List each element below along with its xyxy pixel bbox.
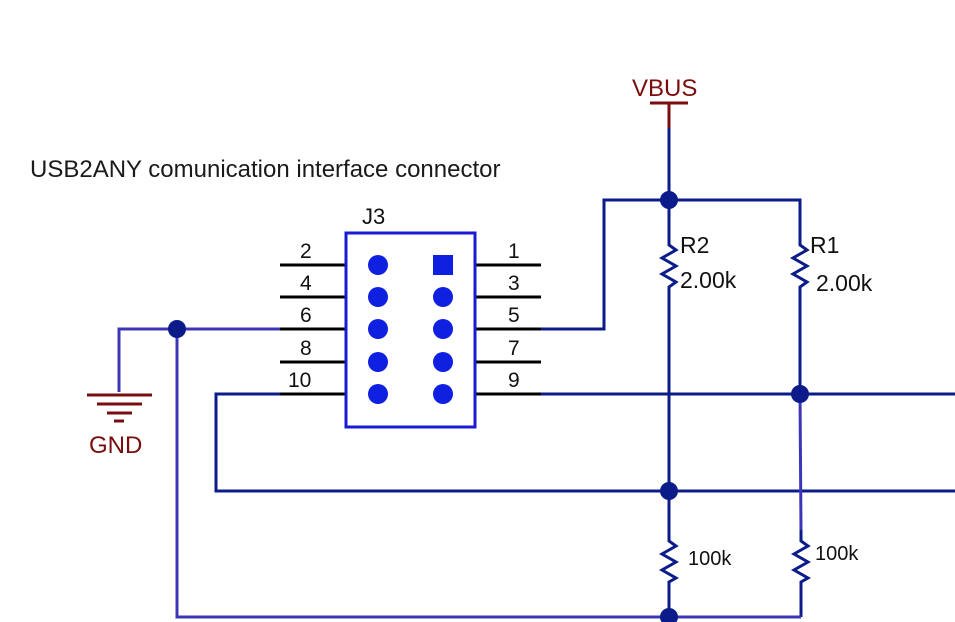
gnd-label: GND	[89, 432, 142, 459]
pin-label-3: 3	[508, 272, 520, 295]
low-right-resistor-value: 100k	[815, 543, 859, 565]
pin-label-6: 6	[300, 304, 312, 327]
vbus-symbol: VBUS	[632, 75, 697, 128]
even-pin-leads	[280, 263, 346, 396]
gnd-bottom-rail	[175, 329, 801, 619]
pin-5-dot	[433, 319, 453, 339]
low-left-resistor	[658, 530, 680, 585]
junction-gnd	[168, 320, 186, 338]
pin-label-4: 4	[300, 272, 312, 295]
pin-3-dot	[433, 287, 453, 307]
pin-4-dot	[368, 287, 388, 307]
pin-label-10: 10	[288, 369, 311, 392]
junction-bottom	[660, 608, 678, 622]
pin-10-dot	[368, 384, 388, 404]
low-left-resistor-value: 100k	[688, 548, 732, 570]
gnd-symbol	[87, 393, 152, 423]
pin5-top-rail-wire	[541, 198, 802, 331]
pin-dots	[368, 255, 453, 404]
pin10-signal-wire	[214, 392, 955, 493]
r2-ref: R2	[680, 232, 709, 258]
pin-1-square	[433, 255, 453, 275]
odd-pin-leads	[475, 263, 541, 396]
r1-ref: R1	[810, 232, 839, 258]
pin-9-dot	[433, 384, 453, 404]
pin-6-dot	[368, 319, 388, 339]
low-right-resistor	[790, 530, 812, 585]
connector-body	[344, 231, 477, 429]
r1-resistor	[789, 233, 811, 297]
pin-label-1: 1	[508, 240, 520, 263]
gnd-drop-wire	[117, 327, 177, 392]
pin-7-dot	[433, 352, 453, 372]
junctions	[168, 191, 809, 622]
r2-value: 2.00k	[680, 267, 737, 293]
junction-r1-pin9	[791, 385, 809, 403]
pin-label-9: 9	[508, 369, 520, 392]
vbus-label: VBUS	[632, 75, 697, 102]
r2-resistor	[658, 233, 680, 297]
pin-2-dot	[368, 255, 388, 275]
r1-low-diagonal-wire	[798, 393, 803, 531]
connector-ref: J3	[362, 204, 385, 229]
connector-j3: J3	[280, 204, 541, 429]
diagram-title: USB2ANY comunication interface connector	[30, 156, 500, 183]
junction-vbus	[660, 191, 678, 209]
pin-label-5: 5	[508, 304, 520, 327]
ground-wires	[117, 327, 803, 619]
r1-value: 2.00k	[816, 270, 873, 296]
pin-label-8: 8	[300, 337, 312, 360]
pin-8-dot	[368, 352, 388, 372]
pin-label-7: 7	[508, 337, 520, 360]
resistor-zigzags	[658, 233, 812, 585]
junction-pin10	[660, 482, 678, 500]
pin-label-2: 2	[300, 240, 312, 263]
